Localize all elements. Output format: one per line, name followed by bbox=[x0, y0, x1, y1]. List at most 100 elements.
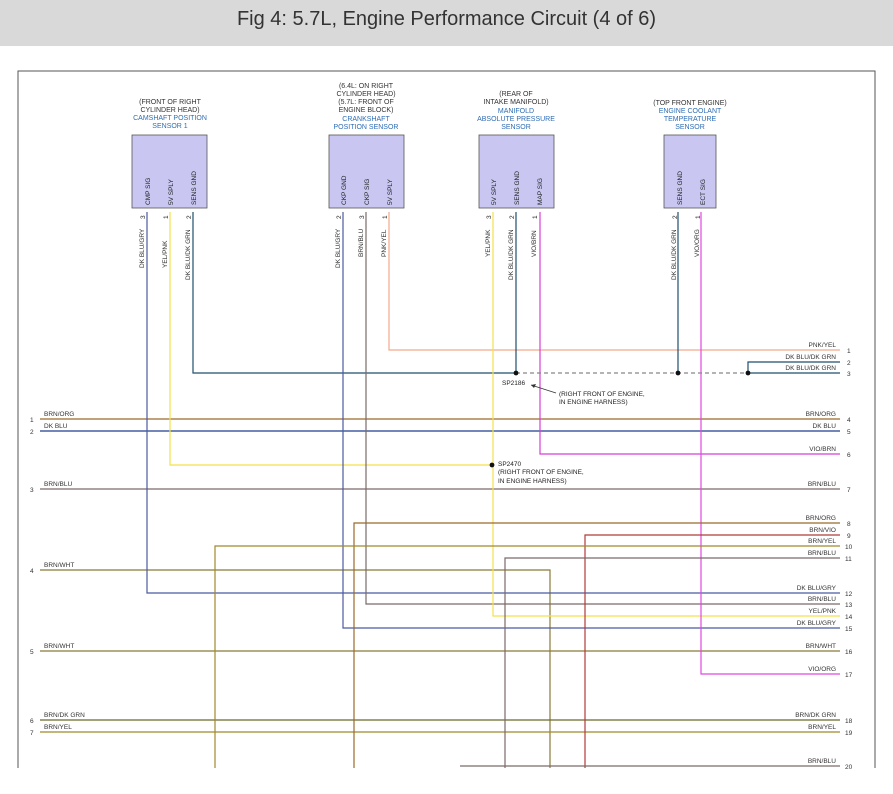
left-wire-label: BRN/DK GRN bbox=[44, 712, 85, 719]
left-wire-label: BRN/WHT bbox=[44, 643, 74, 650]
right-pin-number: 3 bbox=[847, 371, 851, 378]
wire-brn-vio bbox=[584, 534, 840, 768]
pin-number: 3 bbox=[486, 215, 493, 219]
pin-label: 5V SPLY bbox=[168, 178, 175, 205]
wire-vio-org bbox=[700, 212, 840, 675]
wires bbox=[40, 212, 840, 768]
sensor-caption: (6.4L: ON RIGHT bbox=[339, 83, 394, 90]
pin-label: SENS GND bbox=[677, 171, 684, 205]
splice-note: (RIGHT FRONT OF ENGINE, bbox=[559, 391, 645, 398]
pin-label: MAP SIG bbox=[537, 178, 544, 205]
pin-number: 1 bbox=[382, 215, 389, 219]
right-pin-number: 20 bbox=[845, 764, 853, 771]
left-pin-number: 3 bbox=[30, 487, 34, 494]
pin-label: CKP GND bbox=[341, 175, 348, 205]
right-wire-label: BRN/WHT bbox=[806, 643, 836, 650]
right-pin-number: 14 bbox=[845, 614, 853, 621]
right-pin-number: 4 bbox=[847, 417, 851, 424]
splice-id: SP2186 bbox=[502, 380, 526, 387]
sensor-caption: (TOP FRONT ENGINE) bbox=[653, 100, 727, 107]
right-pin-number: 12 bbox=[845, 591, 853, 598]
right-pin-number: 16 bbox=[845, 649, 853, 656]
right-wire-label: VIO/ORG bbox=[808, 666, 836, 673]
sensor-name: MANIFOLD bbox=[498, 108, 534, 115]
left-pin-number: 4 bbox=[30, 568, 34, 575]
splice-note: IN ENGINE HARNESS) bbox=[559, 399, 628, 406]
sensor-name: SENSOR bbox=[501, 124, 531, 131]
wire-color-label: VIO/BRN bbox=[531, 230, 538, 257]
right-pin-number: 2 bbox=[847, 360, 851, 367]
right-wire-label: BRN/BLU bbox=[808, 596, 836, 603]
wire-brn-blu bbox=[504, 557, 840, 768]
wire-color-label: VIO/ORG bbox=[694, 229, 701, 257]
splice-arrow bbox=[530, 384, 557, 394]
wire-brn-blu bbox=[365, 212, 840, 605]
left-wire-label: BRN/ORG bbox=[44, 411, 74, 418]
right-pin-number: 9 bbox=[847, 533, 851, 540]
right-wire-label: YEL/PNK bbox=[809, 608, 837, 615]
pin-number: 2 bbox=[186, 215, 193, 219]
pin-label: 5V SPLY bbox=[491, 178, 498, 205]
right-wire-label: BRN/BLU bbox=[808, 481, 836, 488]
splice-point bbox=[745, 370, 751, 376]
splice-point bbox=[513, 370, 519, 376]
pin-label: 5V SPLY bbox=[387, 178, 394, 205]
left-pin-number: 6 bbox=[30, 718, 34, 725]
sensor-caption: (REAR OF bbox=[499, 91, 532, 98]
right-wire-label: BRN/YEL bbox=[808, 724, 836, 731]
splice-point bbox=[489, 462, 495, 468]
right-pin-number: 5 bbox=[847, 429, 851, 436]
wire-color-label: YEL/PNK bbox=[485, 229, 492, 257]
pin-label: SENS GND bbox=[191, 171, 198, 205]
left-wire-label: BRN/WHT bbox=[44, 562, 74, 569]
map-sensor: (REAR OF INTAKE MANIFOLD) MANIFOLD ABSOL… bbox=[477, 91, 555, 280]
pin-number: 2 bbox=[336, 215, 343, 219]
coolant-temperature-sensor: (TOP FRONT ENGINE) ENGINE COOLANT TEMPER… bbox=[653, 100, 727, 280]
splice-note: IN ENGINE HARNESS) bbox=[498, 478, 567, 485]
wire-dk-blu-dk-grn bbox=[192, 212, 516, 374]
right-pin-number: 17 bbox=[845, 672, 853, 679]
right-connector-labels: PNK/YEL 1 DK BLU/DK GRN 2 DK BLU/DK GRN … bbox=[785, 342, 852, 771]
wire-color-label: DK BLU/GRY bbox=[139, 228, 146, 268]
right-wire-label: BRN/VIO bbox=[809, 527, 836, 534]
wire-yel-pnk bbox=[492, 212, 840, 617]
right-wire-label: BRN/BLU bbox=[808, 550, 836, 557]
sensor-name: ABSOLUTE PRESSURE bbox=[477, 116, 555, 123]
wire-dk-blu-gry bbox=[146, 212, 840, 594]
wire-brn-wht bbox=[40, 569, 551, 768]
wire-dk-blu-gry bbox=[342, 212, 840, 629]
left-pin-number: 5 bbox=[30, 649, 34, 656]
pin-label: ECT SIG bbox=[700, 179, 707, 205]
right-wire-label: BRN/DK GRN bbox=[795, 712, 836, 719]
wire-color-label: DK BLU/DK GRN bbox=[185, 229, 192, 280]
wire-color-label: DK BLU/DK GRN bbox=[508, 229, 515, 280]
right-wire-label: DK BLU/DK GRN bbox=[785, 365, 836, 372]
right-wire-label: VIO/BRN bbox=[809, 446, 836, 453]
right-wire-label: DK BLU/GRY bbox=[797, 585, 837, 592]
splice-id: SP2470 bbox=[498, 461, 522, 468]
right-wire-label: BRN/YEL bbox=[808, 538, 836, 545]
splice-note: (RIGHT FRONT OF ENGINE, bbox=[498, 469, 584, 476]
right-wire-label: BRN/ORG bbox=[806, 515, 836, 522]
sensor-body bbox=[328, 134, 405, 209]
wire-pnk-yel bbox=[388, 212, 840, 351]
right-wire-label: DK BLU/DK GRN bbox=[785, 354, 836, 361]
wire-color-label: YEL/PNK bbox=[162, 240, 169, 268]
splice-arrowhead bbox=[531, 384, 536, 388]
splice-point bbox=[675, 370, 681, 376]
wire-color-label: BRN/BLU bbox=[358, 229, 365, 257]
sensor-body bbox=[478, 134, 555, 209]
sensor-caption: CYLINDER HEAD) bbox=[140, 107, 199, 114]
sensor-name: CRANKSHAFT bbox=[342, 116, 390, 123]
sensor-name: SENSOR 1 bbox=[152, 123, 188, 130]
right-wire-label: PNK/YEL bbox=[809, 342, 837, 349]
pin-number: 3 bbox=[359, 215, 366, 219]
sensor-caption: CYLINDER HEAD) bbox=[336, 91, 395, 98]
pin-label: SENS GND bbox=[514, 171, 521, 205]
wire-color-label: PNK/YEL bbox=[381, 229, 388, 257]
right-pin-number: 11 bbox=[845, 556, 852, 563]
left-wire-label: BRN/YEL bbox=[44, 724, 72, 731]
right-pin-number: 1 bbox=[847, 348, 851, 355]
wire-color-label: DK BLU/GRY bbox=[335, 228, 342, 268]
